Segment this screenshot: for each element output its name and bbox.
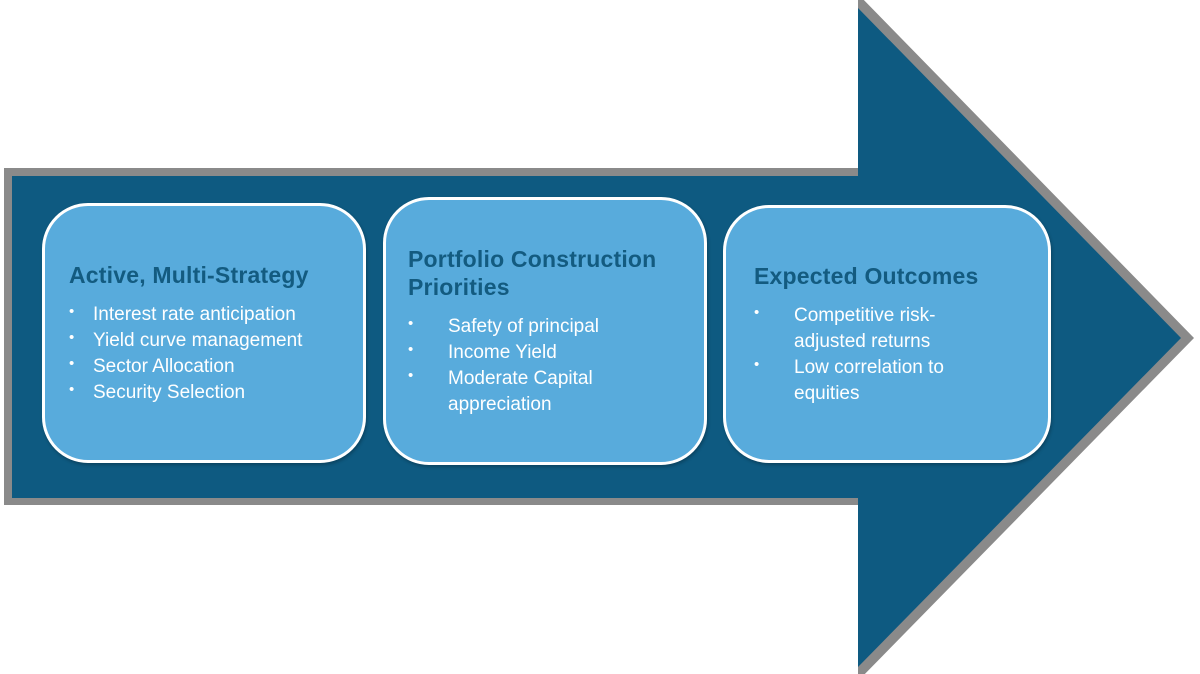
bullet-item: • Moderate Capital appreciation: [408, 366, 676, 418]
bullet-dot-icon: •: [69, 328, 75, 346]
bullet-dot-icon: •: [408, 314, 414, 332]
bullet-item: • Income Yield: [408, 340, 676, 366]
bullet-dot-icon: •: [69, 380, 75, 398]
bullet-dot-icon: •: [754, 303, 760, 321]
bullet-item: • Yield curve management: [69, 328, 345, 354]
stage-card-active-multi-strategy: Active, Multi-Strategy • Interest rate a…: [42, 203, 366, 463]
bullet-text: Yield curve management: [93, 329, 303, 351]
bullet-list: • Interest rate anticipation • Yield cur…: [69, 302, 345, 406]
bullet-dot-icon: •: [754, 355, 760, 373]
bullet-item: • Sector Allocation: [69, 354, 345, 380]
bullet-dot-icon: •: [408, 366, 414, 384]
bullet-item: • Interest rate anticipation: [69, 302, 345, 328]
bullet-text: Security Selection: [93, 381, 246, 403]
bullet-item: • Security Selection: [69, 380, 345, 406]
bullet-text: Low correlation to equities: [794, 356, 944, 404]
bullet-text: Competitive risk-adjusted returns: [794, 304, 936, 352]
bullet-text: Sector Allocation: [93, 355, 235, 377]
bullet-item: • Competitive risk-adjusted returns: [754, 303, 986, 355]
stage-card-portfolio-construction-priorities: Portfolio Construction Priorities • Safe…: [383, 197, 707, 465]
card-heading: Active, Multi-Strategy: [69, 261, 309, 288]
card-heading: Portfolio Construction Priorities: [408, 245, 657, 300]
bullet-dot-icon: •: [69, 302, 75, 320]
bullet-dot-icon: •: [69, 354, 75, 372]
stage-card-expected-outcomes: Expected Outcomes • Competitive risk-adj…: [723, 205, 1051, 463]
card-heading: Expected Outcomes: [754, 262, 979, 289]
bullet-text: Safety of principal: [448, 315, 600, 337]
bullet-text: Income Yield: [448, 341, 557, 363]
bullet-list: • Competitive risk-adjusted returns • Lo…: [754, 303, 986, 407]
bullet-text: Moderate Capital appreciation: [448, 367, 593, 415]
bullet-list: • Safety of principal • Income Yield • M…: [408, 314, 676, 418]
bullet-dot-icon: •: [408, 340, 414, 358]
bullet-item: • Low correlation to equities: [754, 355, 986, 407]
bullet-item: • Safety of principal: [408, 314, 676, 340]
bullet-text: Interest rate anticipation: [93, 303, 296, 325]
